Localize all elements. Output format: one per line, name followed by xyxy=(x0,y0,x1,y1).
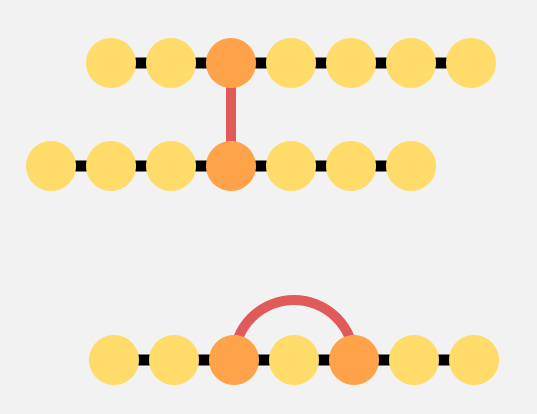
node xyxy=(449,335,499,385)
node xyxy=(89,335,139,385)
chain-middle xyxy=(26,141,436,191)
node xyxy=(386,141,436,191)
node xyxy=(146,141,196,191)
link-arc xyxy=(229,295,359,361)
chains-layer xyxy=(26,38,499,385)
node xyxy=(269,335,319,385)
chain-top xyxy=(86,38,496,88)
node xyxy=(446,38,496,88)
highlighted-node xyxy=(329,335,379,385)
node xyxy=(149,335,199,385)
highlighted-node xyxy=(206,141,256,191)
node xyxy=(86,141,136,191)
node xyxy=(146,38,196,88)
highlighted-node xyxy=(209,335,259,385)
node xyxy=(26,141,76,191)
node xyxy=(326,38,376,88)
node xyxy=(86,38,136,88)
highlighted-node xyxy=(206,38,256,88)
node xyxy=(389,335,439,385)
chain-bottom xyxy=(89,335,499,385)
node xyxy=(326,141,376,191)
node xyxy=(266,141,316,191)
node xyxy=(266,38,316,88)
node xyxy=(386,38,436,88)
